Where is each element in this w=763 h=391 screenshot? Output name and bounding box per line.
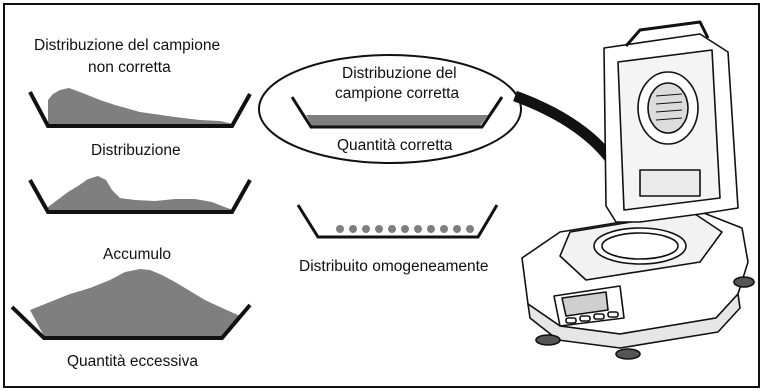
correct-heading-line1: Distribuzione del	[342, 65, 457, 82]
pan-outline	[28, 91, 252, 128]
pan-accumulation	[28, 176, 252, 214]
analyzer-pan-rim	[601, 232, 679, 260]
incorrect-heading-line2: non corretta	[88, 59, 171, 76]
analyzer-foot	[615, 348, 641, 360]
pan-homogeneous	[296, 204, 499, 239]
analyzer-foot	[733, 276, 755, 288]
analyzer-keys	[565, 311, 619, 324]
sample-granules	[336, 225, 474, 233]
sample-mound-uneven	[48, 88, 233, 124]
pan-homogeneous-caption: Distribuito omogeneamente	[299, 258, 489, 275]
analyzer-display	[561, 291, 609, 317]
correct-heading-line2: campione corretta	[335, 85, 460, 102]
pan-outline	[296, 204, 499, 239]
pan-excessive-caption: Quantità eccessiva	[67, 353, 198, 370]
pan-outline	[28, 179, 252, 214]
pan-excessive-quantity	[10, 269, 252, 340]
heating-lamp	[647, 82, 689, 134]
pan-uneven-distribution	[28, 88, 252, 128]
analyzer-hinge	[639, 169, 701, 197]
analyzer-lid-handle	[624, 20, 710, 47]
pan-outline	[290, 96, 504, 129]
sample-heap-excessive	[30, 269, 240, 336]
analyzer-sample-pan	[593, 227, 687, 265]
moisture-analyzer-illustration	[521, 20, 755, 360]
pan-uneven-caption: Distribuzione	[91, 142, 181, 159]
sample-layer-even	[306, 115, 488, 126]
pan-correct-quantity	[290, 96, 504, 129]
pan-outline	[10, 303, 252, 340]
pan-correct-caption: Quantità corretta	[337, 137, 453, 154]
incorrect-heading-line1: Distribuzione del campione	[34, 37, 221, 54]
correct-highlight-ellipse	[258, 54, 522, 164]
analyzer-base-side	[527, 293, 741, 349]
analyzer-foot	[535, 334, 561, 346]
pan-accumulation-caption: Accumulo	[103, 246, 172, 263]
sample-pile-accumulated	[48, 176, 233, 210]
